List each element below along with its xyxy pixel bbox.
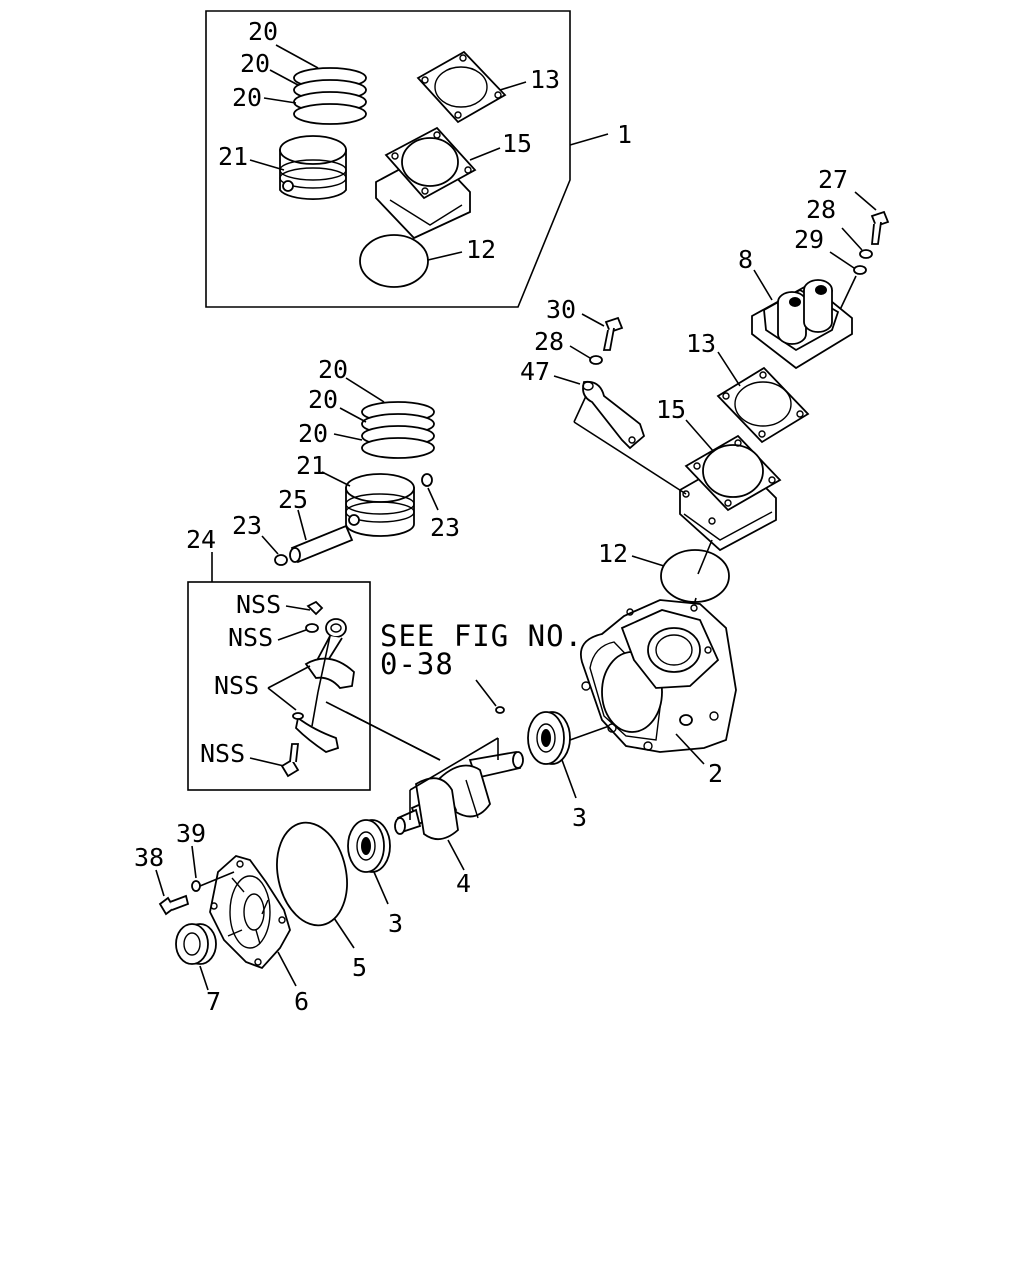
- callout-washer-28a: 28: [806, 195, 836, 224]
- callout-kit-cylinder: 15: [502, 129, 532, 158]
- callout-bolt-30: 30: [546, 295, 576, 324]
- callout-kit-piston: 21: [218, 142, 248, 171]
- callout-bush-7: 7: [206, 987, 221, 1016]
- callout-oring-5: 5: [352, 953, 367, 982]
- crankshaft-4: [394, 750, 524, 840]
- kit-gasket: [416, 50, 507, 124]
- callout-pin-25: 25: [278, 485, 308, 514]
- bolt-38: [158, 894, 190, 916]
- callout-gasket-13: 13: [686, 329, 716, 358]
- callout-conrod-box: 24: [186, 525, 216, 554]
- end-cover-6: [209, 854, 291, 970]
- callout-kit-oring: 12: [466, 235, 496, 264]
- cylinder-15: [679, 434, 782, 552]
- kit-cylinder: [375, 126, 477, 240]
- washer-28b: [589, 355, 603, 365]
- callout-ring-c: 20: [298, 419, 328, 448]
- circlip-23-left: [274, 554, 288, 566]
- piston-rings: [361, 401, 435, 459]
- callout-kit: 1: [617, 120, 632, 149]
- washer-29: [853, 265, 867, 275]
- callout-piston-21: 21: [296, 451, 326, 480]
- gasket-13: [716, 366, 810, 444]
- callout-clip-left: 23: [232, 511, 262, 540]
- callout-kit-ring-b: 20: [240, 49, 270, 78]
- conrod-bolt-nss: [280, 743, 300, 778]
- callout-nss-2: NSS: [228, 623, 273, 652]
- callout-cylinder-15: 15: [656, 395, 686, 424]
- callout-bearing-left: 3: [388, 909, 403, 938]
- reference-line-2: 0-38: [380, 647, 454, 681]
- callout-cover-6: 6: [294, 987, 309, 1016]
- bolt-30: [602, 316, 624, 351]
- washer-39: [191, 880, 201, 892]
- callout-kit-gasket: 13: [530, 65, 560, 94]
- nut-nss: [306, 600, 324, 616]
- bearing-3-right: [527, 711, 571, 765]
- callout-nss-3: NSS: [214, 671, 259, 700]
- bolt-27: [870, 210, 890, 245]
- crankcase-housing-2: [580, 599, 737, 753]
- bearing-3-left: [347, 819, 391, 873]
- kit-piston: [279, 135, 347, 200]
- oring-5: [276, 821, 348, 927]
- callout-ring-a: 20: [318, 355, 348, 384]
- callout-clip-right: 23: [430, 513, 460, 542]
- conrod-box: 24 NSS NSS NSS NSS: [186, 525, 371, 791]
- callout-washer-39: 39: [176, 819, 206, 848]
- callout-bolt-38: 38: [134, 843, 164, 872]
- callout-washer-28b: 28: [534, 327, 564, 356]
- piston-21: [345, 473, 415, 537]
- callout-washer-29: 29: [794, 225, 824, 254]
- callout-bearing-right: 3: [572, 803, 587, 832]
- washer-28a: [859, 249, 873, 259]
- callout-housing-2: 2: [708, 759, 723, 788]
- washer-nss: [305, 623, 319, 633]
- callout-ring-b: 20: [308, 385, 338, 414]
- callout-kit-ring-a: 20: [248, 17, 278, 46]
- reference-line-1: SEE FIG NO.: [380, 619, 583, 653]
- callout-nss-4: NSS: [200, 739, 245, 768]
- callout-head-8: 8: [738, 245, 753, 274]
- circlip-23-right: [421, 473, 433, 487]
- reference-plug: [495, 706, 505, 714]
- piston-pin-25: [289, 524, 354, 564]
- callout-kit-ring-c: 20: [232, 83, 262, 112]
- callout-bracket-47: 47: [520, 357, 550, 386]
- callout-bolt-27: 27: [818, 165, 848, 194]
- kit-box: 1 20 20 20 21: [205, 10, 632, 308]
- callout-crankshaft-4: 4: [456, 869, 471, 898]
- bracket-47: [582, 380, 646, 450]
- kit-piston-rings: [293, 67, 367, 125]
- callout-oring-12: 12: [598, 539, 628, 568]
- callout-nss-1: NSS: [236, 590, 281, 619]
- kit-oring: [359, 234, 429, 288]
- bush-7: [175, 923, 217, 965]
- oring-12: [660, 549, 730, 603]
- conrod: [292, 618, 355, 753]
- cylinder-head-8: [751, 279, 853, 370]
